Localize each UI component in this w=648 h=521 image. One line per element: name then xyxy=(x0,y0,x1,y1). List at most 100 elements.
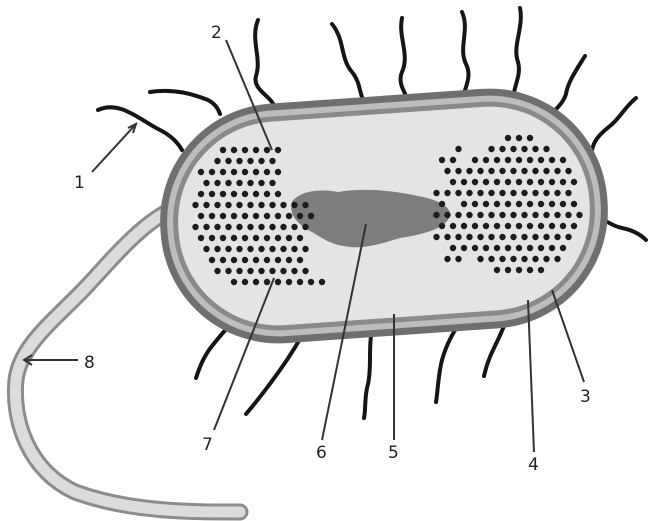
ribosome-dot xyxy=(231,213,237,219)
ribosome-dot xyxy=(214,224,220,230)
ribosome-dot xyxy=(236,158,242,164)
ribosome-dot xyxy=(275,235,281,241)
ribosome-dot xyxy=(291,246,297,252)
ribosome-dot xyxy=(455,168,461,174)
ribosome-dot xyxy=(247,158,253,164)
ribosome-dot xyxy=(532,234,538,240)
ribosome-dot xyxy=(291,224,297,230)
ribosome-dot xyxy=(297,257,303,263)
ribosome-dot xyxy=(198,235,204,241)
ribosome-dot xyxy=(291,202,297,208)
ribosome-dot xyxy=(264,279,270,285)
ribosome-dot xyxy=(472,157,478,163)
ribosome-dot xyxy=(275,147,281,153)
pilus xyxy=(332,24,368,108)
ribosome-dot xyxy=(554,168,560,174)
pilus xyxy=(400,18,408,106)
ribosome-dot xyxy=(275,169,281,175)
ribosome-dot xyxy=(247,246,253,252)
ribosome-dot xyxy=(505,179,511,185)
ribosome-dot xyxy=(220,213,226,219)
ribosome-dot xyxy=(565,212,571,218)
ribosome-dot xyxy=(247,180,253,186)
pilus xyxy=(98,107,182,150)
leader-line-3 xyxy=(552,290,584,382)
pilus xyxy=(552,56,585,114)
ribosome-dot xyxy=(527,135,533,141)
ribosome-dot xyxy=(466,168,472,174)
ribosome-dot xyxy=(505,245,511,251)
ribosome-dot xyxy=(543,234,549,240)
ribosome-dot xyxy=(269,246,275,252)
ribosome-dot xyxy=(538,223,544,229)
ribosome-dot xyxy=(455,256,461,262)
ribosome-dot xyxy=(538,201,544,207)
ribosome-dot xyxy=(198,169,204,175)
ribosome-dot xyxy=(510,234,516,240)
ribosome-dot xyxy=(543,190,549,196)
ribosome-dot xyxy=(231,235,237,241)
ribosome-dot xyxy=(554,212,560,218)
ribosome-dot xyxy=(275,257,281,263)
ribosome-dot xyxy=(231,257,237,263)
ribosome-dot xyxy=(297,213,303,219)
ribosome-dot xyxy=(455,190,461,196)
ribosome-dot xyxy=(280,246,286,252)
ribosome-dot xyxy=(433,212,439,218)
pilus xyxy=(150,91,220,114)
ribosome-dot xyxy=(209,235,215,241)
ribosome-dot xyxy=(242,169,248,175)
ribosome-dot xyxy=(450,179,456,185)
ribosome-dot xyxy=(269,180,275,186)
ribosome-dot xyxy=(488,168,494,174)
ribosome-dot xyxy=(225,158,231,164)
ribosome-dot xyxy=(203,224,209,230)
ribosome-dot xyxy=(532,146,538,152)
ribosome-dot xyxy=(253,257,259,263)
ribosome-dot xyxy=(554,190,560,196)
ribosome-dot xyxy=(543,212,549,218)
pilus xyxy=(592,98,636,150)
ribosome-dot xyxy=(483,201,489,207)
ribosome-dot xyxy=(253,169,259,175)
ribosome-dot xyxy=(510,190,516,196)
ribosome-dot xyxy=(242,279,248,285)
ribosome-dot xyxy=(516,157,522,163)
ribosome-dot xyxy=(209,191,215,197)
ribosome-dot xyxy=(220,257,226,263)
ribosome-dot xyxy=(236,268,242,274)
ribosome-dot xyxy=(236,180,242,186)
ribosome-dot xyxy=(549,201,555,207)
ribosome-dot xyxy=(286,235,292,241)
ribosome-dot xyxy=(477,212,483,218)
ribosome-dot xyxy=(203,202,209,208)
ribosome-dot xyxy=(198,191,204,197)
ribosome-dot xyxy=(192,224,198,230)
ribosome-dot xyxy=(560,201,566,207)
ribosome-dot xyxy=(242,257,248,263)
ribosome-dot xyxy=(565,168,571,174)
ribosome-dot xyxy=(203,246,209,252)
ribosome-dot xyxy=(472,223,478,229)
ribosome-dot xyxy=(549,179,555,185)
ribosome-dot xyxy=(483,223,489,229)
ribosome-dot xyxy=(477,168,483,174)
ribosome-dot xyxy=(214,158,220,164)
ribosome-dot xyxy=(209,257,215,263)
ribosome-dot xyxy=(258,268,264,274)
ribosome-dot xyxy=(286,213,292,219)
leader-line-4 xyxy=(528,300,534,452)
label-5: 5 xyxy=(388,443,399,463)
ribosome-dot xyxy=(505,201,511,207)
ribosome-dot xyxy=(565,190,571,196)
ribosome-dot xyxy=(444,212,450,218)
ribosome-dot xyxy=(483,245,489,251)
ribosome-dot xyxy=(521,146,527,152)
ribosome-dot xyxy=(450,245,456,251)
ribosome-dot xyxy=(549,245,555,251)
ribosome-dot xyxy=(450,157,456,163)
ribosome-dot xyxy=(297,235,303,241)
ribosome-dot xyxy=(444,234,450,240)
ribosome-dot xyxy=(472,179,478,185)
ribosome-dot xyxy=(543,168,549,174)
